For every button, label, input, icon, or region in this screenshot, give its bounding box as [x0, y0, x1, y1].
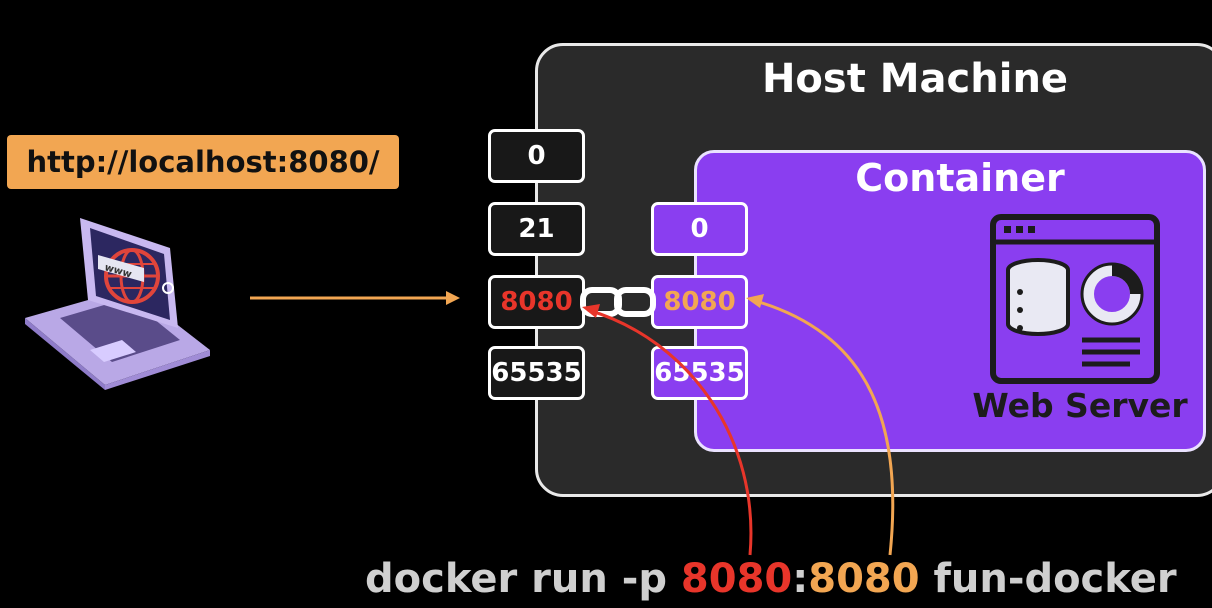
- command-separator: :: [792, 556, 809, 602]
- command-container-port: 8080: [808, 556, 920, 602]
- container-port-arrow: [751, 298, 895, 556]
- host-port-arrow: [587, 308, 753, 556]
- laptop-icon: www: [25, 218, 210, 390]
- host-machine-title: Host Machine: [761, 56, 1069, 102]
- host-port-0: 0: [488, 129, 585, 183]
- container-port-arrowhead: [746, 294, 764, 308]
- host-port-65535: 65535: [488, 346, 585, 400]
- host-port-21: 21: [488, 202, 585, 256]
- command-suffix: fun-docker: [919, 556, 1177, 602]
- command-host-port: 8080: [680, 556, 793, 602]
- container-box: [694, 150, 1206, 452]
- web-server-label: Web Server: [972, 386, 1188, 425]
- host-port-8080: 8080: [488, 275, 585, 329]
- container-port-8080: 8080: [651, 275, 748, 329]
- host-port-arrowhead: [582, 304, 600, 318]
- container-port-0: 0: [651, 202, 748, 256]
- docker-command: docker run -p 8080:8080 fun-docker: [365, 556, 1210, 602]
- url-label: http://localhost:8080/: [7, 135, 399, 189]
- container-title: Container: [855, 156, 1065, 200]
- request-arrow: [250, 291, 460, 305]
- port-mapping-arrows: [582, 294, 895, 556]
- web-server-icon: [990, 214, 1160, 384]
- command-prefix: docker run -p: [365, 556, 681, 602]
